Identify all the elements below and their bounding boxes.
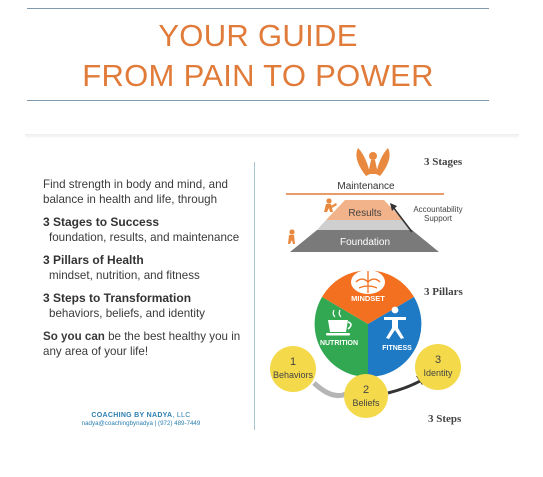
mindset-label: MINDSET: [351, 294, 385, 303]
closing-bold: So you can: [43, 330, 105, 343]
section-detail: mindset, nutrition, and fitness: [49, 269, 200, 282]
card-shadow: [25, 134, 519, 139]
pyramid-results: [326, 200, 403, 220]
page-title-line1: YOUR GUIDE: [158, 18, 358, 53]
brand-text: COACHING BY NADYA: [91, 412, 173, 419]
pillars-wheel: [314, 270, 422, 378]
section-stages: 3 Stages to Success foundation, results,…: [43, 215, 253, 245]
foundation-label: Foundation: [340, 237, 390, 248]
framework-diagram: 3 Stages Maintenance Results Foundation …: [270, 148, 464, 425]
step-behaviors: 1 Behaviors: [270, 346, 316, 392]
step-number: 3: [435, 354, 441, 366]
page-title-line2: FROM PAIN TO POWER: [82, 58, 434, 93]
yoga-figure-icon: [384, 306, 406, 339]
section-steps: 3 Steps to Transformation behaviors, bel…: [43, 291, 253, 321]
pyramid-middle: [317, 220, 412, 230]
pillar-mindset: [322, 270, 414, 324]
maintenance-label: Maintenance: [337, 181, 395, 192]
bottom-rule: [27, 100, 489, 101]
steps-label: 3 Steps: [428, 413, 462, 425]
pillars-label: 3 Pillars: [424, 286, 464, 298]
top-rule: [27, 8, 489, 9]
stages-label: 3 Stages: [424, 156, 463, 168]
step-beliefs: 2 Beliefs: [344, 374, 388, 418]
pyramid-foundation: [290, 230, 439, 252]
support-label: Support: [424, 214, 453, 223]
closing-text: So you can be the best healthy you in an…: [43, 329, 253, 359]
guide-text: Find strength in body and mind, and bala…: [43, 177, 253, 367]
coffee-cup-icon: [326, 309, 352, 336]
section-heading: 3 Stages to Success: [43, 215, 160, 229]
step-text: Identity: [423, 368, 453, 378]
column-divider: [254, 162, 255, 430]
intro-text: Find strength in body and mind, and bala…: [43, 178, 228, 206]
accountability-arrowhead: [390, 203, 397, 211]
brain-icon: [351, 270, 385, 294]
nutrition-label: NUTRITION: [320, 340, 358, 347]
step-connector-2: [387, 378, 423, 395]
footer-contact: COACHING BY NADYA, LLC nadya@coachingbyn…: [43, 412, 239, 427]
brand-suffix: , LLC: [172, 412, 191, 419]
step-connector-1: [312, 381, 347, 399]
pillar-fitness: [368, 297, 422, 378]
fairy-icon: [356, 148, 390, 176]
accountability-arrow: [392, 206, 413, 233]
accountability-label: Accountability: [413, 205, 462, 214]
section-detail: behaviors, beliefs, and identity: [49, 307, 205, 320]
walker-icon: [288, 229, 295, 244]
fitness-label: FITNESS: [382, 345, 412, 352]
section-heading: 3 Steps to Transformation: [43, 291, 192, 305]
contact-line: nadya@coachingbynadya | (972) 489-7449: [81, 420, 201, 427]
step-identity: 3 Identity: [415, 344, 461, 390]
closing-rest: be the best healthy you in any area of y…: [43, 330, 241, 358]
step-text: Behaviors: [273, 370, 314, 380]
climber-icon: [324, 198, 337, 212]
guide-card: [25, 138, 519, 448]
step-text: Beliefs: [352, 398, 380, 408]
section-pillars: 3 Pillars of Health mindset, nutrition, …: [43, 253, 253, 283]
step-number: 2: [363, 384, 369, 396]
results-label: Results: [348, 208, 381, 219]
brand-name: COACHING BY NADYA, LLC: [43, 412, 239, 419]
section-heading: 3 Pillars of Health: [43, 253, 144, 267]
pillar-nutrition: [314, 297, 368, 378]
step-number: 1: [290, 356, 296, 368]
section-detail: foundation, results, and maintenance: [49, 231, 240, 244]
